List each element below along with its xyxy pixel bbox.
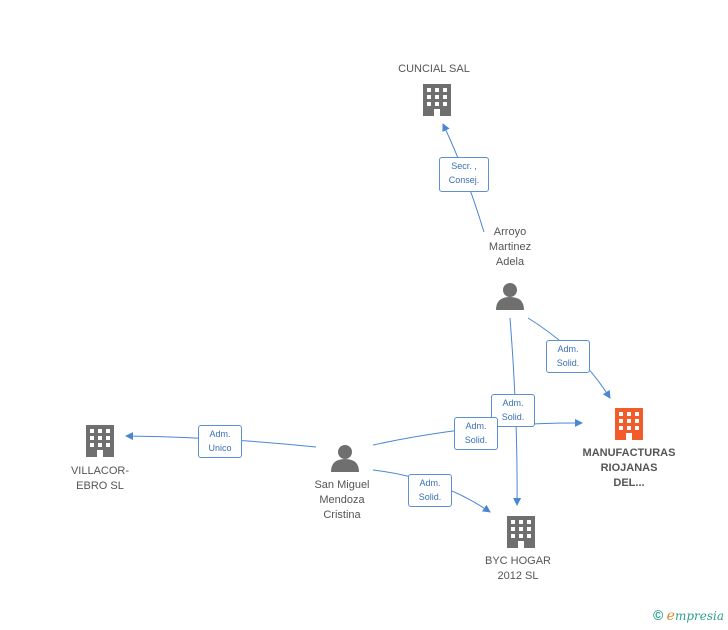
building-icon[interactable]: [423, 84, 451, 116]
brand-initial: e: [666, 608, 675, 624]
building-icon[interactable]: [507, 516, 535, 548]
node-label-cuncial[interactable]: CUNCIAL SAL: [398, 63, 470, 75]
person-icon[interactable]: [496, 283, 524, 310]
node-label-manufacturas[interactable]: MANUFACTURAS RIOJANAS DEL...: [582, 447, 676, 489]
edge-label-arroyo-manufacturas: Adm. Solid.: [546, 340, 590, 373]
node-label-bychogar[interactable]: BYC HOGAR 2012 SL: [484, 555, 551, 582]
edge-label-sanmiguel-manufacturas: Adm. Solid.: [454, 417, 498, 450]
edge-label-sanmiguel-villacor: Adm. Unico: [198, 425, 242, 458]
copyright-symbol: ©: [652, 607, 664, 623]
person-icon[interactable]: [331, 445, 359, 472]
edge-label-sanmiguel-bychogar: Adm. Solid.: [408, 474, 452, 507]
building-icon[interactable]: [86, 425, 114, 457]
empresia-watermark: © empresia: [653, 607, 724, 624]
node-label-villacor[interactable]: VILLACOR- EBRO SL: [70, 465, 130, 492]
edge-label-arroyo-cuncial: Secr. , Consej.: [439, 157, 489, 192]
edge-label-arroyo-bychogar: Adm. Solid.: [491, 394, 535, 427]
brand-name: mpresia: [674, 609, 724, 623]
node-label-sanmiguel[interactable]: San Miguel Mendoza Cristina: [314, 479, 370, 521]
building-icon[interactable]: [615, 408, 643, 440]
node-label-arroyo[interactable]: Arroyo Martinez Adela: [488, 226, 532, 268]
